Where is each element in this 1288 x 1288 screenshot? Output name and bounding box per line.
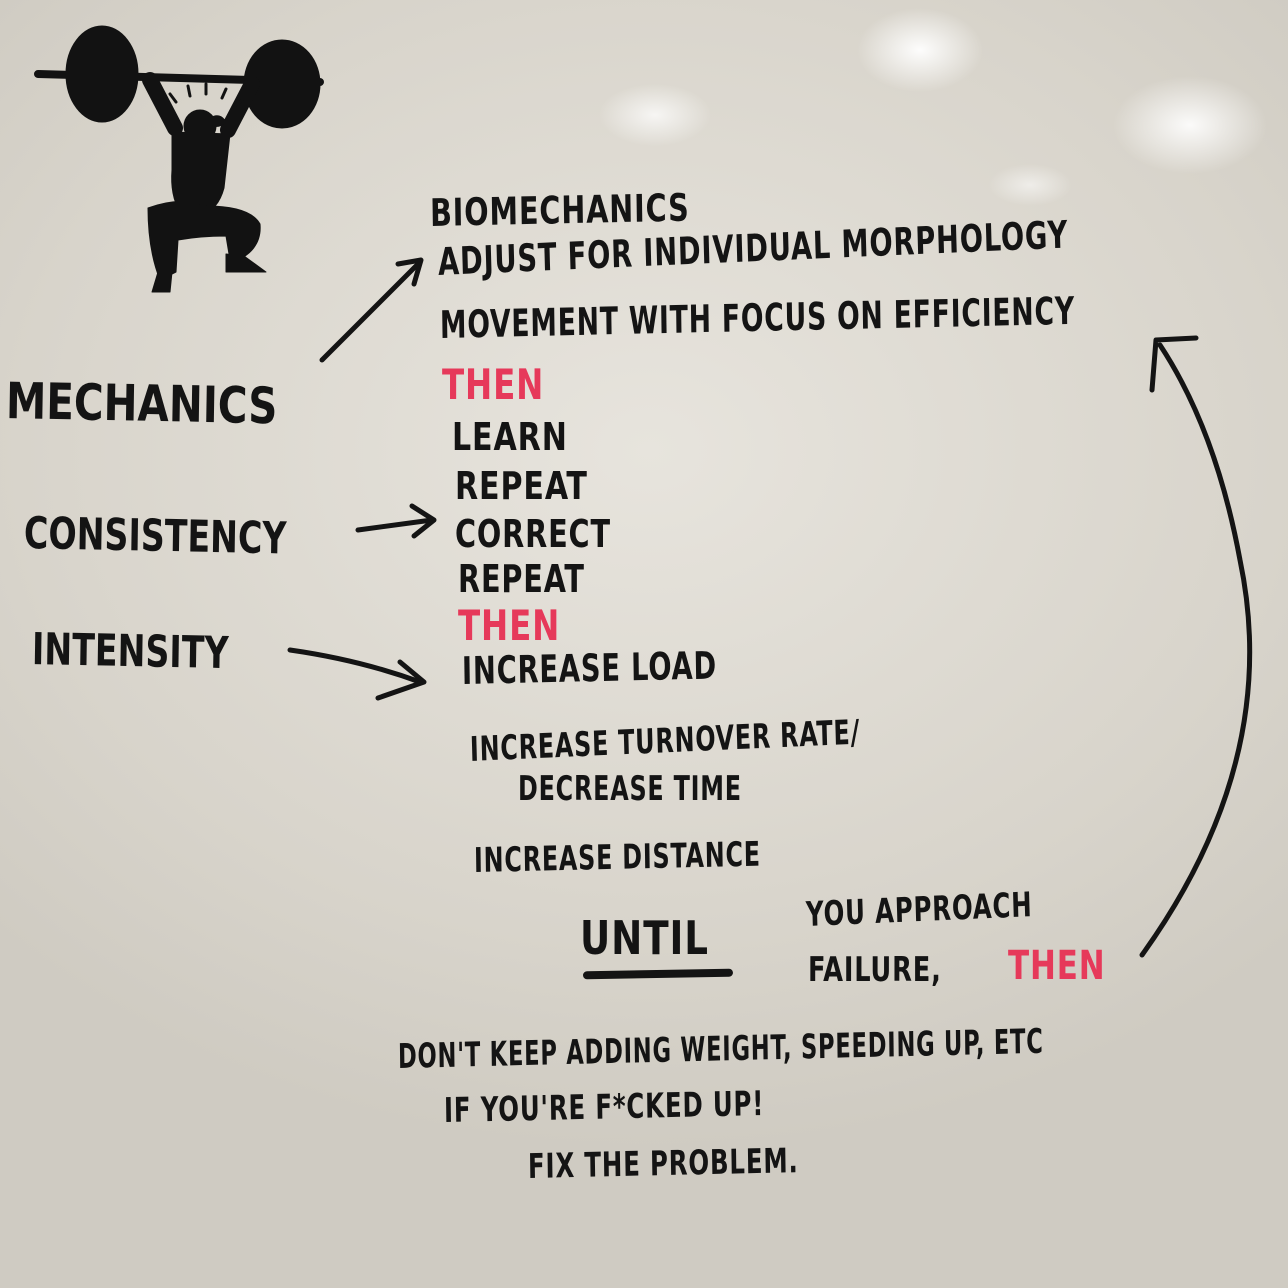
then-3: THEN bbox=[1008, 943, 1106, 989]
until-phrase-line1: YOU APPROACH bbox=[805, 885, 1034, 935]
step-repeat-2: REPEAT bbox=[458, 557, 585, 601]
step-learn: LEARN bbox=[452, 415, 568, 459]
step-increase-distance: INCREASE DISTANCE bbox=[473, 834, 762, 881]
step-correct: CORRECT bbox=[455, 512, 611, 556]
until-phrase-failure: FAILURE, bbox=[808, 950, 942, 990]
label-intensity: INTENSITY bbox=[31, 624, 229, 680]
step-repeat-1: REPEAT bbox=[455, 464, 588, 508]
footer-line3: FIX THE PROBLEM. bbox=[527, 1141, 799, 1187]
intensity-arrow bbox=[287, 647, 423, 685]
label-consistency: CONSISTENCY bbox=[23, 508, 287, 565]
footer-line2: IF YOU'RE F*CKED UP! bbox=[443, 1084, 765, 1131]
mechanics-arrow bbox=[319, 259, 423, 363]
return-loop-arrow bbox=[1139, 342, 1253, 958]
then-2: THEN bbox=[458, 601, 561, 650]
step-biomechanics: BIOMECHANICS bbox=[429, 185, 690, 235]
then-1: THEN bbox=[442, 360, 545, 409]
weightlifter-silhouette-icon bbox=[34, 25, 324, 293]
label-mechanics: MECHANICS bbox=[5, 372, 278, 436]
step-decrease-time: DECREASE TIME bbox=[518, 769, 742, 809]
consistency-arrow bbox=[355, 517, 435, 533]
until-label: UNTIL bbox=[580, 911, 709, 965]
step-increase-load: INCREASE LOAD bbox=[461, 643, 718, 693]
